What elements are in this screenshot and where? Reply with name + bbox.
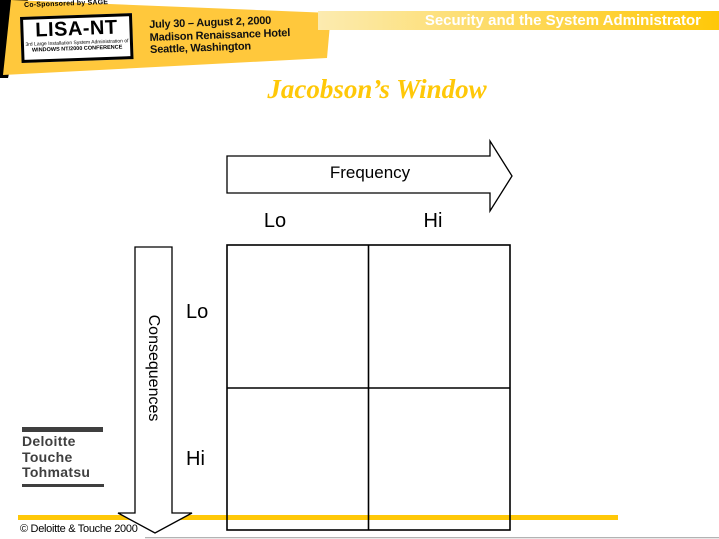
- row-label-lo: Lo: [186, 301, 209, 323]
- consequences-arrow: [117, 246, 193, 534]
- deloitte-logo: Deloitte Touche Tohmatsu: [22, 427, 104, 487]
- event-details: July 30 – August 2, 2000 Madison Renaiss…: [149, 14, 291, 56]
- frequency-arrow: [226, 138, 513, 214]
- copyright-text: © Deloitte & Touche 2000: [20, 523, 138, 535]
- deloitte-logo-line3: Tohmatsu: [22, 464, 91, 480]
- presentation-title: Security and the System Administrator: [424, 12, 701, 29]
- presentation-header-bar: Security and the System Administrator: [318, 11, 719, 30]
- column-label-lo: Lo: [263, 210, 287, 232]
- column-label-hi: Hi: [423, 210, 443, 232]
- deloitte-logo-top-bar: [22, 427, 103, 432]
- y-axis-label: Consequences: [145, 314, 162, 422]
- bottom-gray-rule: [145, 537, 719, 539]
- deloitte-logo-line1: Deloitte: [22, 433, 76, 449]
- x-axis-label: Frequency: [329, 163, 411, 182]
- row-label-hi: Hi: [186, 448, 205, 470]
- slide-title: Jacobson’s Window: [267, 74, 487, 104]
- lisa-nt-logo: LISA-NT 3rd Large Installation System Ad…: [20, 13, 134, 63]
- deloitte-logo-underline: [22, 483, 104, 487]
- footer-yellow-rule: [18, 515, 618, 520]
- deloitte-logo-line2: Touche: [22, 448, 73, 465]
